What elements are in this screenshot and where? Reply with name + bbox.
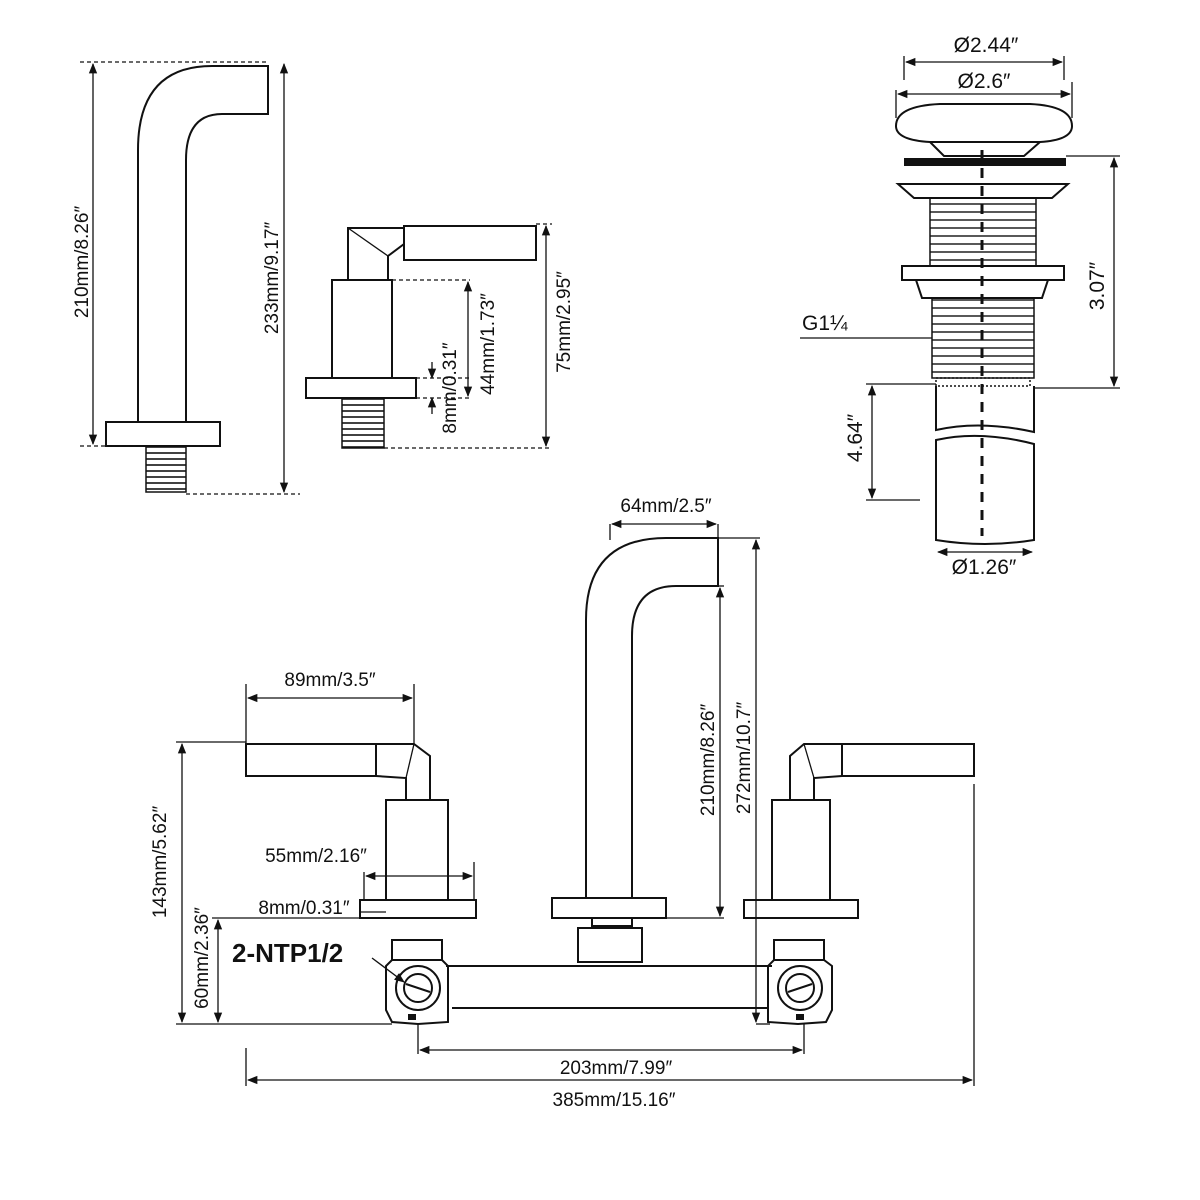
front-spout-base	[551, 897, 667, 919]
front-left-base	[359, 899, 477, 919]
drain-tail-upper	[935, 386, 1035, 434]
spout-height-label: 210mm/8.26″	[72, 206, 93, 319]
handle-base-plate	[305, 377, 417, 399]
handle-body	[331, 279, 393, 379]
spout-thread	[145, 445, 187, 493]
front-left-valve-top	[391, 939, 443, 961]
front-view: 64mm/2.5″ 89mm/3.5″ 210mm/8.26″ 272mm/10…	[150, 496, 975, 1111]
drain-cap-diameter-label: Ø2.44″	[954, 34, 1019, 57]
front-inlet-label: 2-NTP1/2	[232, 938, 343, 968]
drain-tail-length-label: 4.64″	[844, 413, 867, 462]
front-right-body	[771, 799, 831, 901]
handle-base-thickness-label: 8mm/0.31″	[440, 342, 461, 433]
drain-flange-diameter-label: Ø2.6″	[958, 70, 1012, 93]
handle-body-height-label: 44mm/1.73″	[478, 293, 499, 395]
drain-cap	[894, 103, 1074, 143]
front-deck-thickness-label: 8mm/0.31″	[258, 898, 349, 919]
front-rough-in-body	[385, 959, 833, 1026]
front-spout-nut	[591, 917, 633, 927]
front-spout-body	[585, 537, 719, 898]
front-center-spacing-label: 203mm/7.99″	[560, 1058, 673, 1079]
front-inlet-leader	[371, 957, 405, 983]
front-handle-height-label: 143mm/5.62″	[150, 806, 171, 919]
front-left-body	[385, 799, 449, 901]
front-inlet-height-label: 60mm/2.36″	[192, 907, 213, 1009]
drain-view: Ø2.44″ Ø2.6″ 3.07″ G1¼ 4.64″ Ø1.26″	[800, 34, 1120, 579]
spout-total-height-label: 233mm/9.17″	[262, 222, 283, 335]
handle-total-height-label: 75mm/2.95″	[554, 271, 575, 373]
spout-side-view: 210mm/8.26″ 233mm/9.17″	[72, 61, 300, 495]
front-spout-inlet	[577, 927, 643, 963]
front-spout-height-label: 210mm/8.26″	[698, 704, 719, 817]
front-total-spout-height-label: 272mm/10.7″	[734, 702, 755, 815]
front-overall-width-label: 385mm/15.16″	[553, 1090, 676, 1111]
handle-elbow	[347, 227, 405, 281]
front-deck-width-label: 55mm/2.16″	[265, 846, 367, 867]
drain-thread-label: G1¼	[802, 312, 848, 335]
drain-tail-diameter-label: Ø1.26″	[952, 556, 1017, 579]
front-handle-length-label: 89mm/3.5″	[284, 670, 375, 691]
handle-thread	[341, 397, 385, 449]
handle-side-view: 8mm/0.31″ 44mm/1.73″ 75mm/2.95″	[305, 223, 575, 449]
drain-flange-top	[904, 158, 1066, 166]
front-left-lever	[245, 743, 377, 777]
front-spout-reach-label: 64mm/2.5″	[620, 496, 711, 517]
drain-cap-neck	[929, 141, 1041, 157]
front-left-elbow	[375, 743, 431, 801]
front-right-base	[743, 899, 859, 919]
front-right-lever	[841, 743, 975, 777]
front-right-valve-top	[773, 939, 825, 961]
drain-tail-lower	[935, 434, 1035, 545]
drain-washer	[914, 279, 1050, 299]
spout-base-plate	[105, 421, 221, 447]
front-right-elbow	[789, 743, 843, 801]
handle-lever	[403, 225, 537, 261]
spout-body	[137, 65, 269, 422]
drain-body-height-label: 3.07″	[1086, 261, 1109, 310]
